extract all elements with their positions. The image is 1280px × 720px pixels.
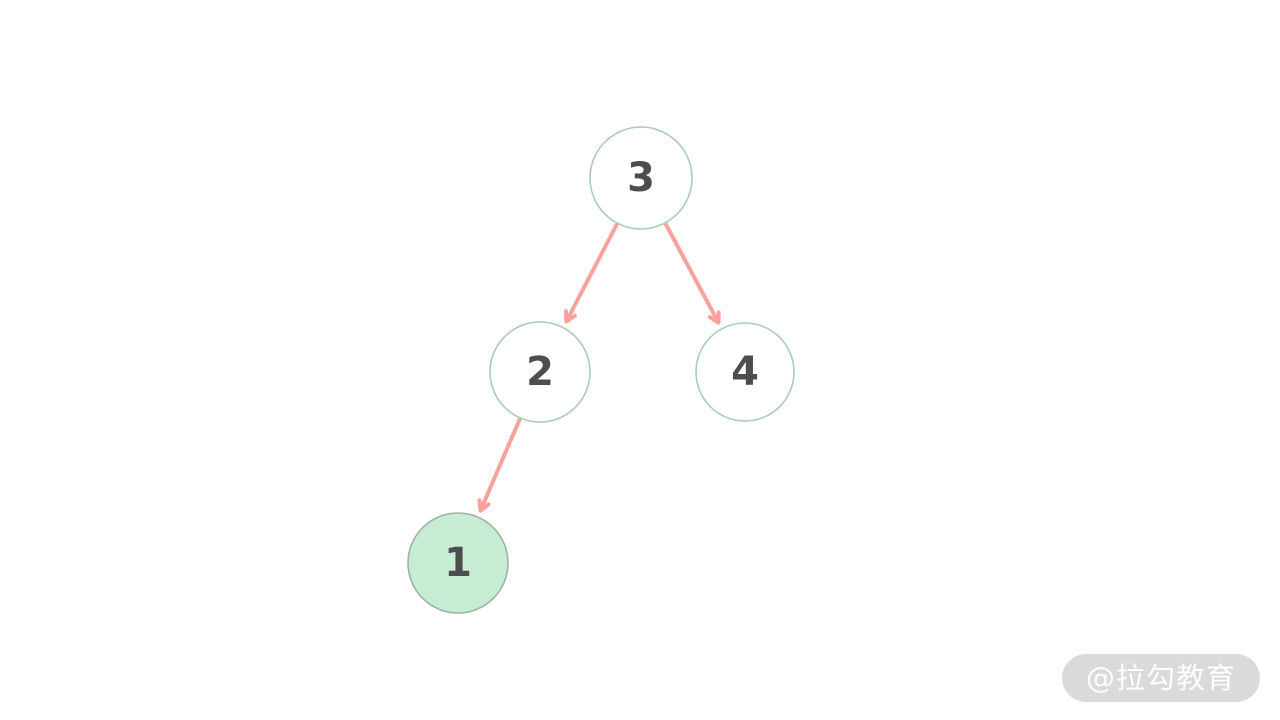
edge-3-2 — [564, 222, 619, 324]
tree-node-2: 2 — [489, 321, 591, 423]
tree-node-4: 4 — [695, 322, 795, 422]
nodes-layer: 3 2 4 1 — [407, 126, 795, 614]
tree-node-3: 3 — [589, 126, 693, 230]
edge-3-4 — [663, 221, 721, 325]
node-circle — [407, 512, 509, 614]
watermark: @拉勾教育 — [1061, 654, 1260, 702]
node-label: 4 — [731, 349, 759, 395]
node-label: 3 — [627, 155, 655, 201]
node-circle — [589, 126, 693, 230]
edges-layer — [477, 221, 721, 513]
node-label: 1 — [444, 540, 472, 586]
node-label: 2 — [526, 349, 554, 395]
tree-node-1: 1 — [407, 512, 509, 614]
node-circle — [695, 322, 795, 422]
node-circle — [489, 321, 591, 423]
edge-2-1 — [477, 416, 522, 513]
